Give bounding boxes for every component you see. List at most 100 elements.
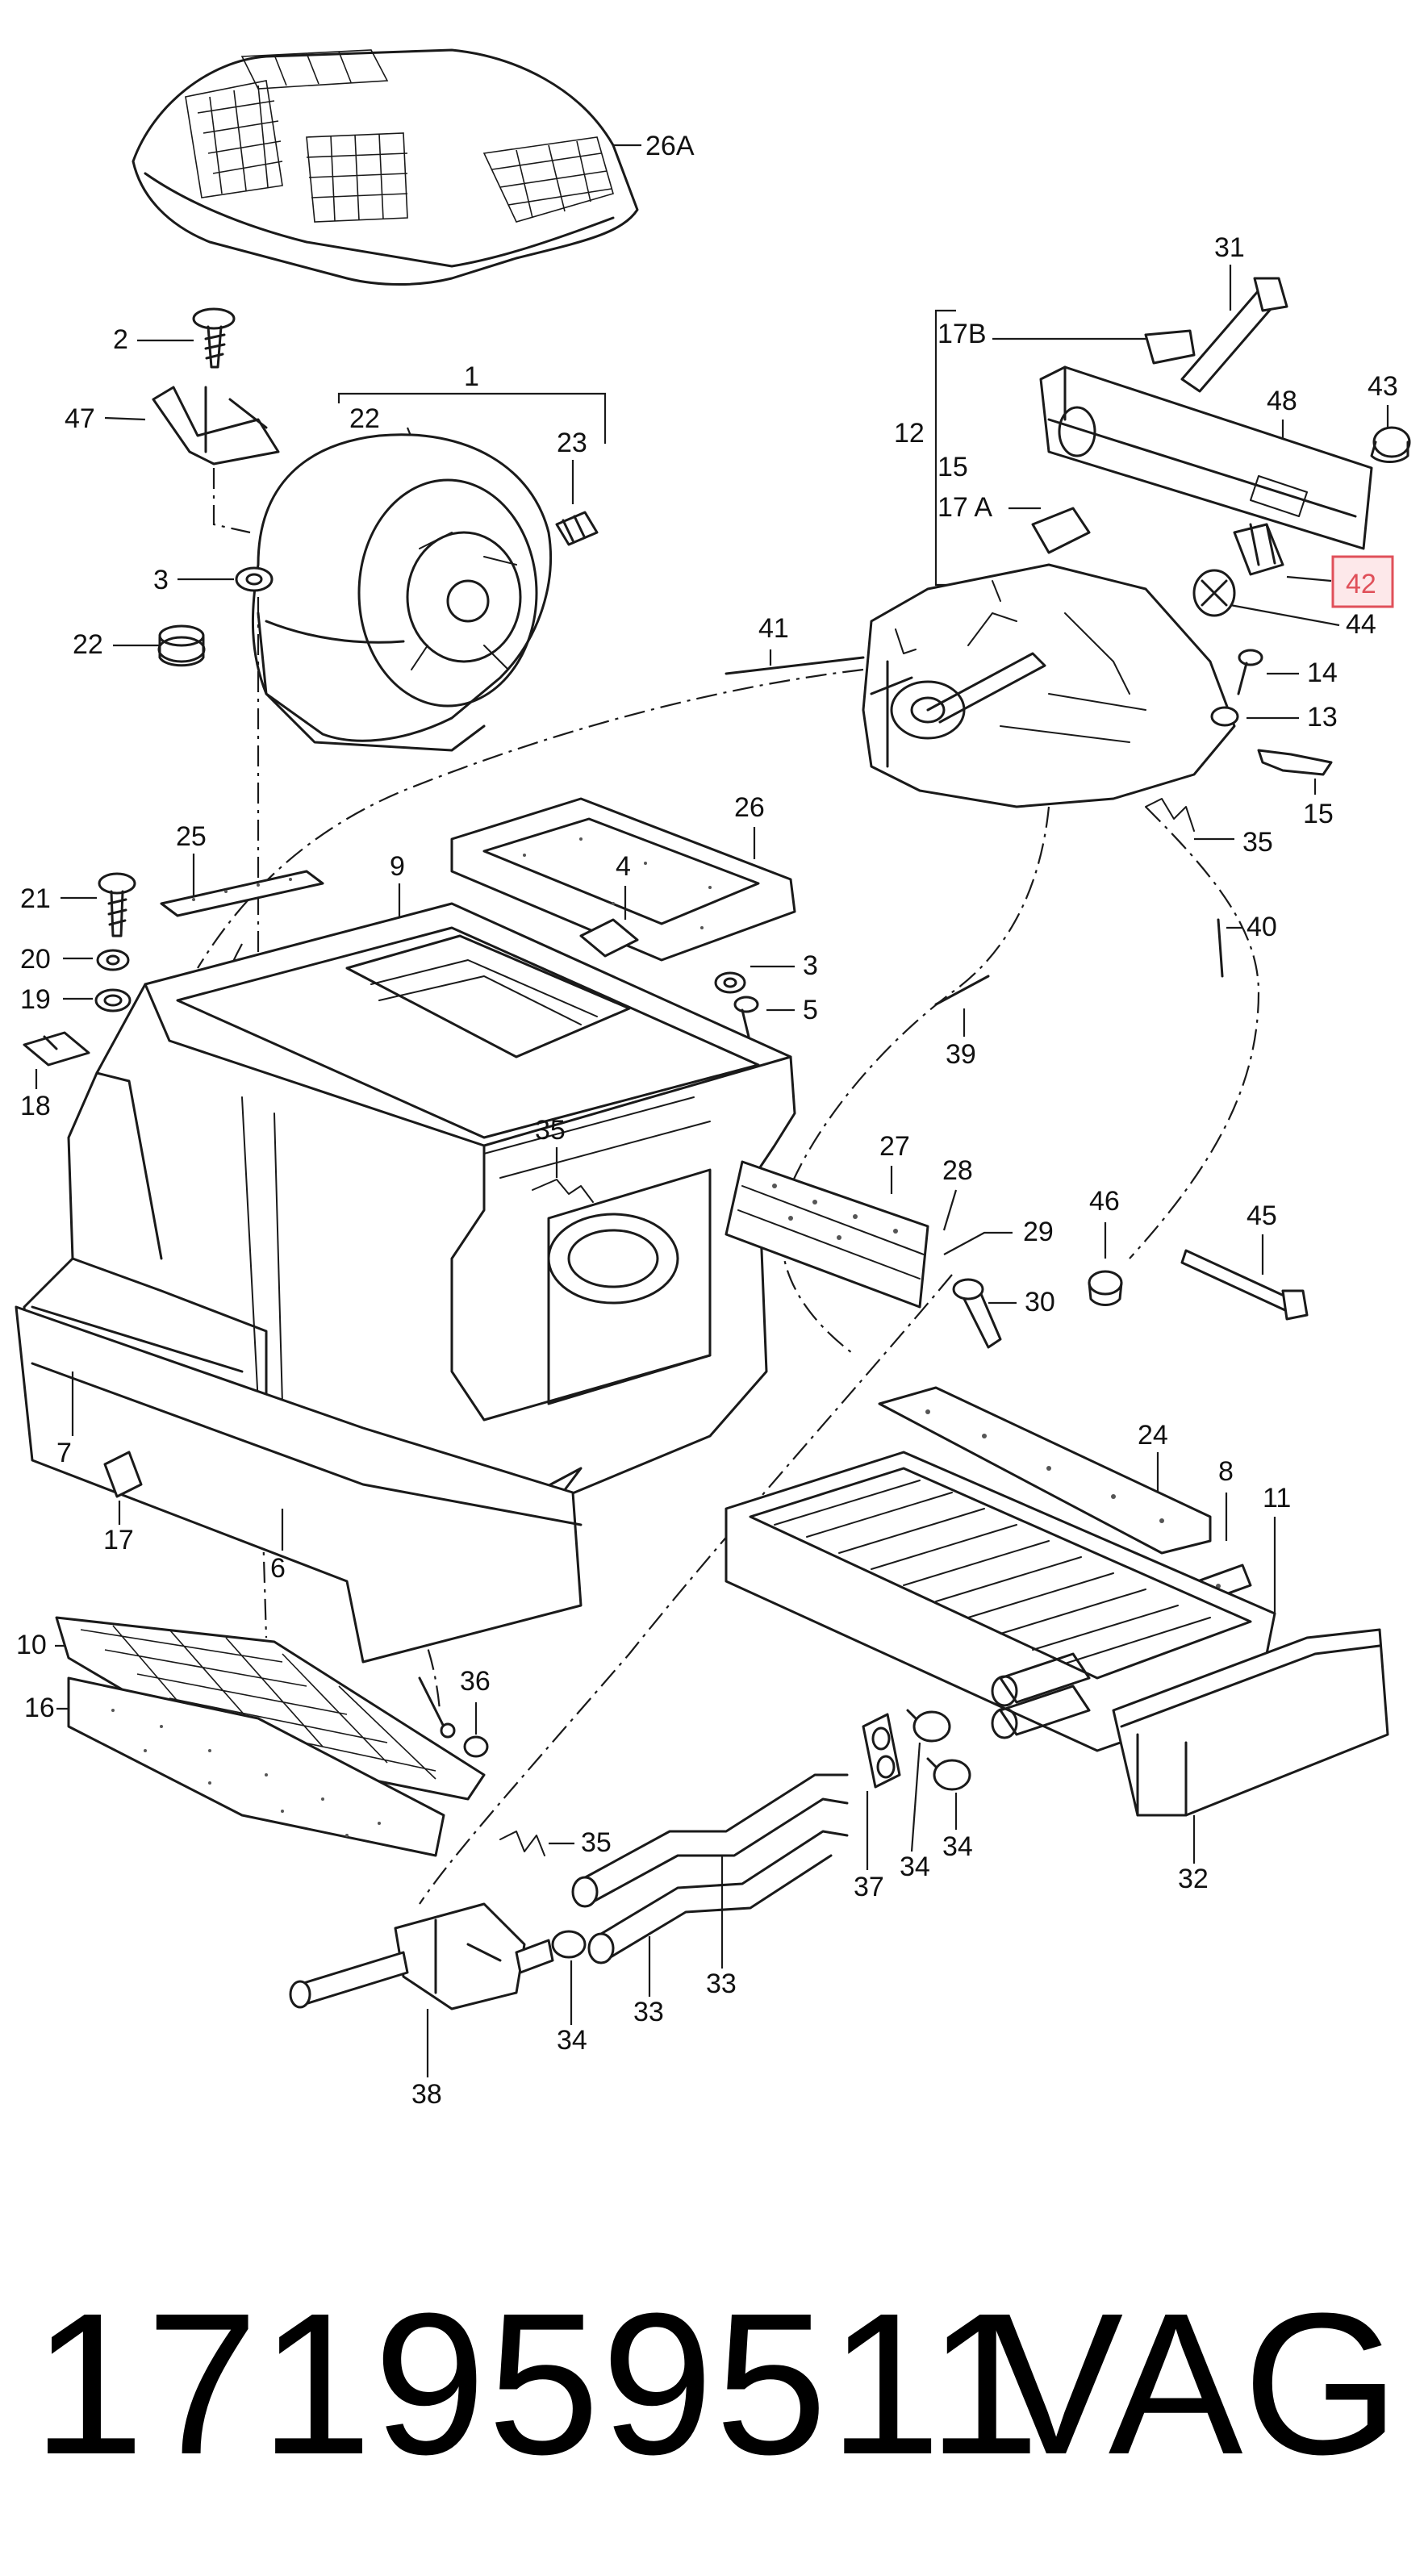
- callout-41: 41: [758, 613, 789, 644]
- callout-39: 39: [946, 1039, 976, 1070]
- part-number: 171959511: [32, 2271, 1042, 2496]
- parts-diagram: 26A 1 22 2 47 23 3 22: [15, 48, 1411, 2110]
- control-base: [862, 563, 1236, 808]
- clip-17a: [1031, 507, 1091, 554]
- lever-30: [952, 1278, 1002, 1349]
- callout-9: 9: [390, 851, 405, 882]
- cover-26a: [132, 48, 639, 286]
- callout-31: 31: [1214, 232, 1245, 263]
- callout-4: 4: [616, 851, 631, 882]
- callout-3b: 3: [803, 950, 818, 981]
- callout-6: 6: [270, 1553, 286, 1584]
- clip-15b: [1257, 749, 1333, 776]
- bracket-4: [579, 918, 639, 958]
- bulb-44: [1192, 569, 1236, 617]
- callout-37: 37: [854, 1872, 884, 1902]
- seal-24: [878, 1386, 1212, 1555]
- callout-3a: 3: [153, 565, 169, 595]
- grommet-22b: [157, 624, 206, 667]
- callout-26: 26: [734, 792, 765, 823]
- callout-47: 47: [65, 403, 95, 434]
- callout-40: 40: [1247, 912, 1277, 942]
- filter-10: [55, 1616, 486, 1801]
- screw-14: [1237, 649, 1263, 695]
- clip-47: [152, 386, 280, 466]
- washer-3b: [714, 971, 746, 994]
- callout-11: 11: [1263, 1483, 1291, 1513]
- callout-34a: 34: [900, 1852, 930, 1882]
- seal-26: [450, 797, 796, 962]
- callout-16: 16: [24, 1693, 55, 1723]
- callout-20: 20: [20, 944, 51, 975]
- callout-25: 25: [176, 821, 207, 852]
- callout-22a: 22: [349, 403, 380, 434]
- callout-32: 32: [1178, 1864, 1209, 1894]
- clamp-34a: [906, 1709, 951, 1743]
- filter-16: [67, 1676, 445, 1857]
- callout-22b: 22: [73, 629, 103, 660]
- callout-42-highlight: [1331, 555, 1394, 608]
- callout-27: 27: [879, 1131, 910, 1162]
- callout-15b: 15: [1303, 799, 1334, 829]
- cover-32: [1112, 1628, 1389, 1817]
- clip-17c: [103, 1451, 143, 1498]
- callout-42: 42: [1346, 569, 1376, 599]
- callout-33b: 33: [706, 1969, 737, 1999]
- callout-13: 13: [1307, 702, 1338, 733]
- callout-35a: 35: [1242, 827, 1273, 858]
- cable-41: [725, 656, 865, 675]
- callout-28: 28: [942, 1155, 973, 1186]
- lever-31: [1180, 277, 1288, 393]
- callout-35b: 35: [535, 1115, 566, 1146]
- callout-12: 12: [894, 418, 925, 449]
- spring-35a: [1145, 798, 1195, 832]
- callout-19: 19: [20, 984, 51, 1015]
- callout-44: 44: [1346, 609, 1376, 640]
- callout-17b: 17B: [938, 319, 987, 349]
- screw-2: [192, 307, 236, 369]
- callout-7: 7: [56, 1438, 72, 1468]
- bracket-37: [862, 1713, 901, 1789]
- callout-17c: 17: [103, 1525, 134, 1555]
- callout-34b: 34: [942, 1831, 973, 1862]
- callout-38: 38: [411, 2079, 442, 2110]
- screw-5: [733, 996, 759, 1038]
- callout-17a: 17 A: [938, 492, 992, 523]
- screw-21: [98, 872, 136, 937]
- grommet-36: [418, 1676, 489, 1758]
- callout-30: 30: [1025, 1287, 1055, 1317]
- spring-35c: [499, 1831, 545, 1856]
- callout-1: 1: [464, 361, 479, 392]
- cable-39: [934, 975, 990, 1006]
- callout-43: 43: [1368, 371, 1398, 402]
- washer-19: [94, 988, 132, 1012]
- brand-label: VAG: [988, 2271, 1400, 2496]
- washer-20: [96, 949, 130, 971]
- callout-2: 2: [113, 324, 128, 355]
- callout-35c: 35: [581, 1827, 612, 1858]
- valve-38: [289, 1902, 554, 2010]
- clip-17b: [1144, 329, 1196, 365]
- callout-33a: 33: [633, 1997, 664, 2027]
- grommet-23: [555, 511, 599, 546]
- blower-housing: [251, 433, 552, 752]
- flap-27: [725, 1160, 929, 1309]
- callout-23: 23: [557, 428, 587, 458]
- callout-5: 5: [803, 995, 818, 1025]
- callout-24: 24: [1138, 1420, 1168, 1451]
- callout-10: 10: [16, 1630, 47, 1660]
- bottom-tray: [15, 1305, 583, 1664]
- clamp-34c: [551, 1930, 587, 1959]
- clamp-34b: [926, 1757, 971, 1791]
- washer-3a: [235, 566, 274, 592]
- switch-42: [1233, 523, 1284, 576]
- callout-14: 14: [1307, 658, 1338, 688]
- grommet-46: [1088, 1270, 1123, 1306]
- seal-25: [160, 870, 324, 917]
- callout-26a: 26A: [645, 131, 695, 161]
- callout-29: 29: [1023, 1217, 1054, 1247]
- cable-40: [1217, 918, 1224, 978]
- panel-48: [1039, 365, 1373, 550]
- callout-15a: 15: [938, 452, 968, 482]
- callout-21: 21: [20, 883, 51, 914]
